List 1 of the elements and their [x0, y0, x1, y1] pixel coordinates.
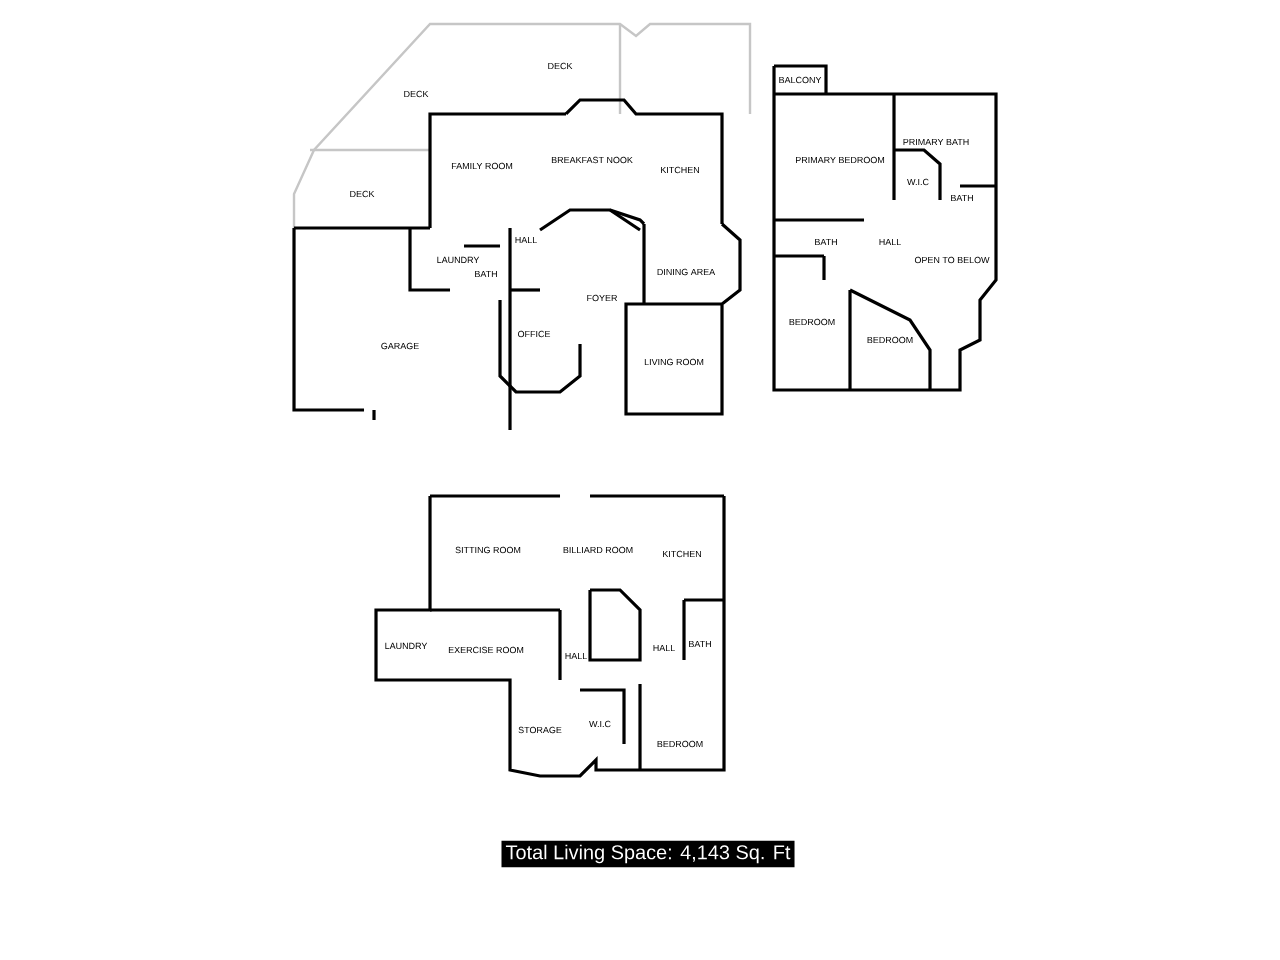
total-area-banner: Total Living Space: 4,143 Sq. Ft	[501, 840, 795, 868]
